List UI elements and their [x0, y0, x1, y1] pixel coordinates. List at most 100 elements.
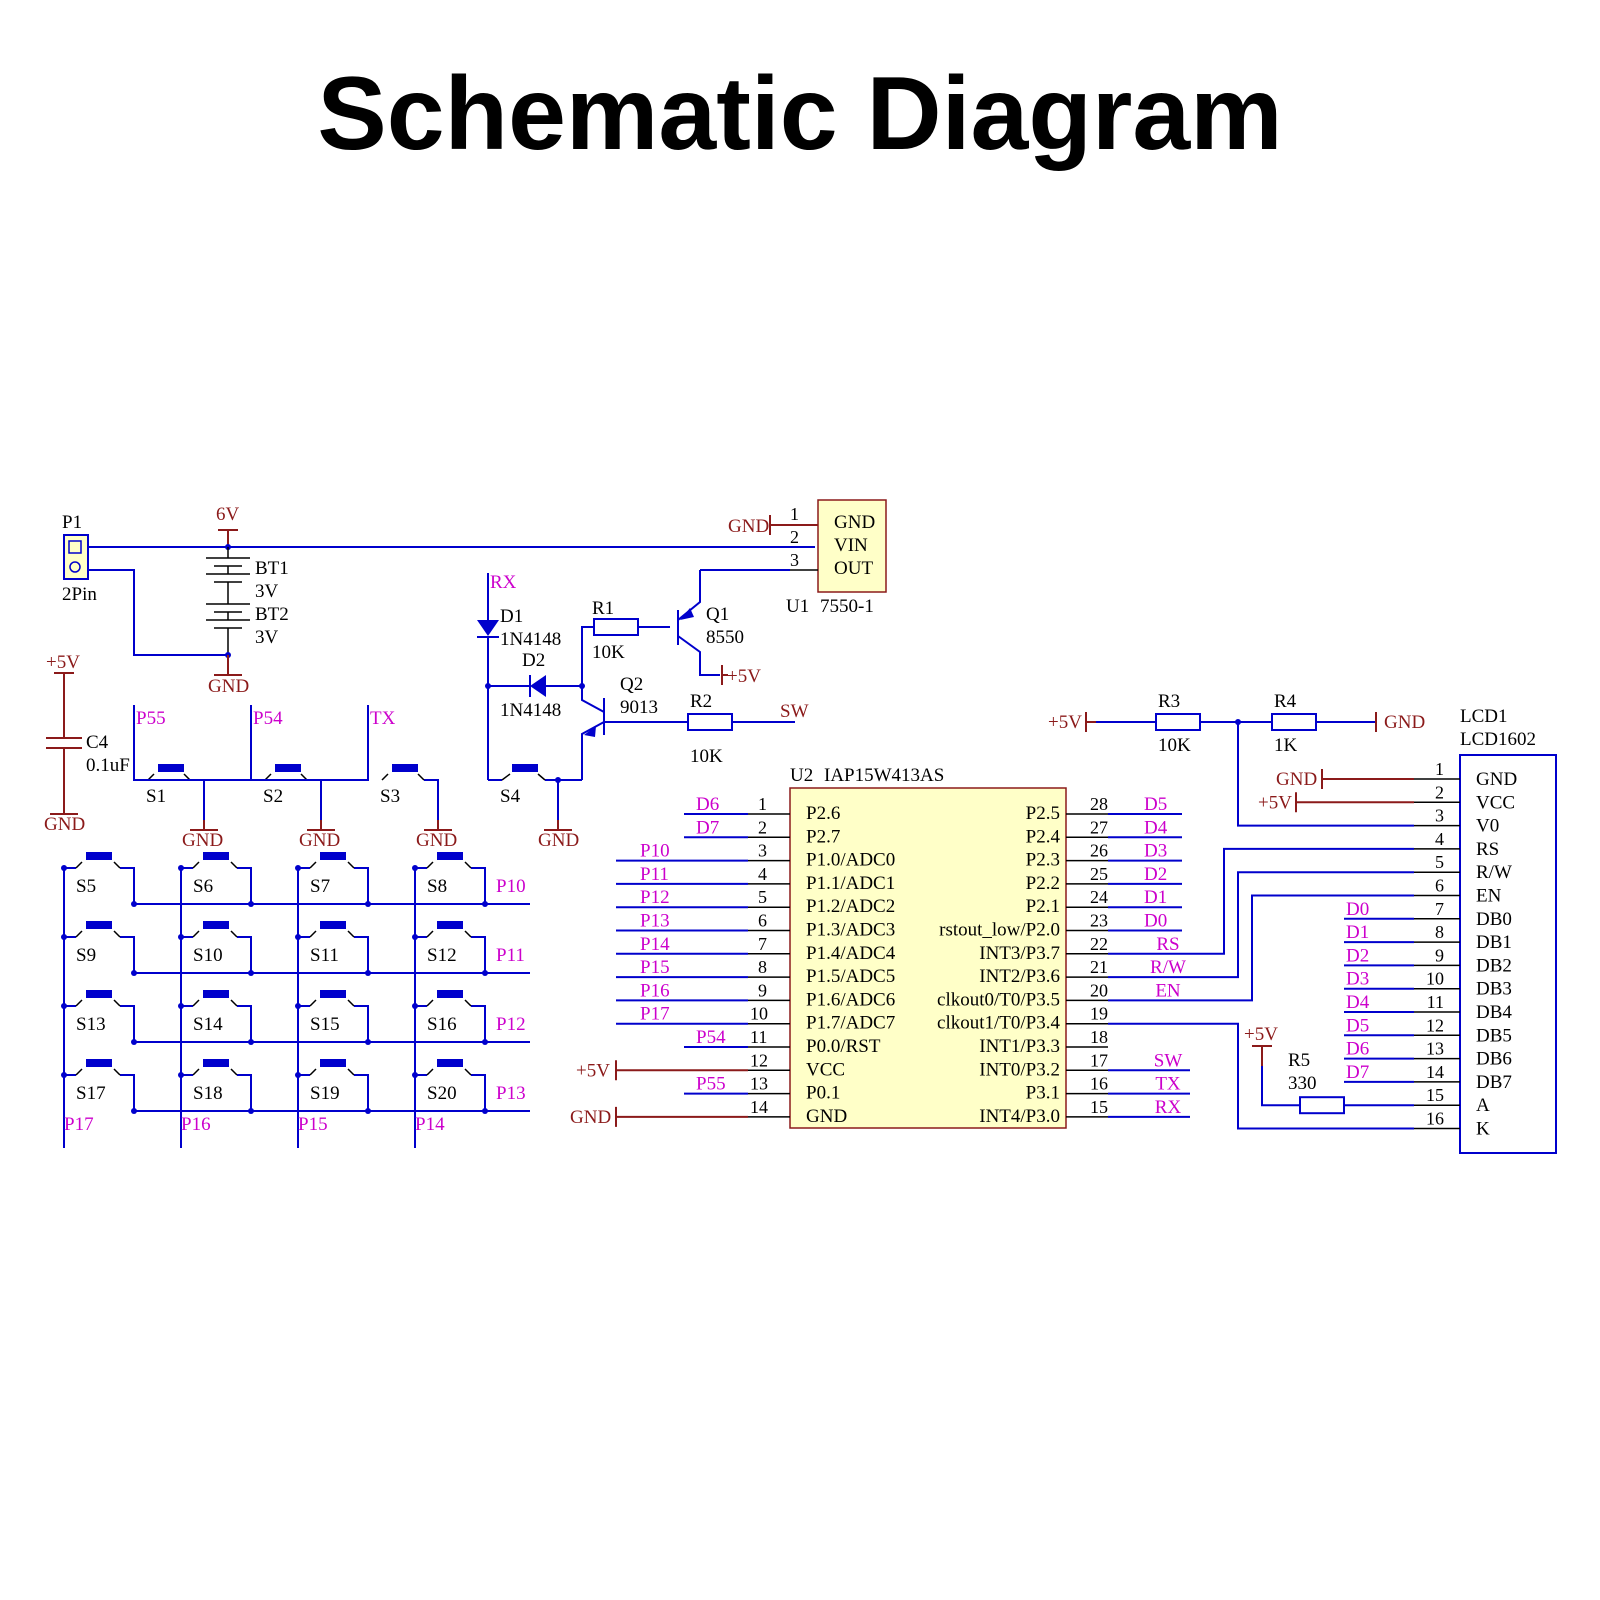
svg-text:2: 2 [790, 527, 799, 547]
q1-5v-label: +5V [727, 666, 761, 687]
transistor-q2: Q2 9013 [581, 674, 795, 780]
lcd-pin-num: 2 [1435, 782, 1444, 802]
u2-pin-name: clkout1/T0/P3.4 [937, 1013, 1060, 1034]
u2-net-label: SW [1154, 1050, 1183, 1071]
u2-pin-num: 22 [1090, 934, 1108, 954]
u2-net-label: P14 [640, 934, 670, 955]
u2-pin-name: INT3/P3.7 [979, 943, 1060, 964]
lcd-ref: LCD1 [1460, 706, 1508, 727]
keypad-switch-ref: S15 [310, 1014, 340, 1035]
u2-pin-name: P2.2 [1026, 873, 1060, 894]
resistor-r4 [1271, 713, 1317, 731]
keypad-switch-ref: S10 [193, 945, 223, 966]
svg-text:D1: D1 [500, 606, 523, 627]
switch-s4: S4 GND [488, 764, 582, 851]
u2-pin-name: clkout0/T0/P3.5 [937, 989, 1060, 1010]
button-net-label: TX [370, 708, 396, 729]
keypad-row-net: P12 [496, 1014, 526, 1035]
svg-text:GND: GND [44, 814, 85, 835]
button-gnd-label: GND [182, 830, 223, 851]
keypad-switch-s12: S12 [412, 921, 488, 976]
u2-pin-num: 6 [758, 911, 767, 931]
r4-gnd-label: GND [1384, 712, 1425, 733]
transistor-q1: Q1 8550 +5V [677, 570, 761, 687]
u2-pin-name: INT0/P3.2 [979, 1059, 1060, 1080]
battery-bt1: BT1 3V [206, 547, 289, 602]
keypad-switch-ref: S19 [310, 1083, 340, 1104]
u2-pin-num: 9 [758, 980, 767, 1000]
u2-pin-name: INT4/P3.0 [979, 1106, 1060, 1127]
u2-pin-name: P3.1 [1026, 1083, 1060, 1104]
keypad-switch-s7: S7 [295, 852, 371, 907]
u2-pin-num: 20 [1090, 980, 1108, 1000]
p1-connector [63, 534, 89, 580]
lcd-pin-num: 5 [1435, 852, 1444, 872]
u2-net-label: P11 [640, 864, 669, 885]
v6-label: 6V [216, 504, 240, 525]
svg-text:0.1uF: 0.1uF [86, 755, 130, 776]
u2-net-label: TX [1155, 1074, 1181, 1095]
diode-d1 [477, 620, 499, 636]
u2-pin-name: P2.6 [806, 803, 840, 824]
keypad-col-net: P17 [64, 1114, 94, 1135]
keypad-switch-s20: S20 [412, 1059, 488, 1114]
u2-pin-name: P2.1 [1026, 896, 1060, 917]
u2-pin-num: 10 [750, 1004, 768, 1024]
svg-text:Q1: Q1 [706, 604, 729, 625]
keypad-switch-s19: S19 [295, 1059, 371, 1114]
u2-pin-num: 7 [758, 934, 767, 954]
u2-pin-name: P1.6/ADC6 [806, 989, 895, 1010]
u2-ref: U2 [790, 765, 813, 786]
lcd-pin-name: EN [1476, 886, 1502, 907]
u2-net-label: P16 [640, 980, 670, 1001]
lcd-pin-num: 11 [1427, 992, 1444, 1012]
keypad-col-net: P16 [181, 1114, 211, 1135]
u2-pin-num: 13 [750, 1074, 768, 1094]
u2-pin-num: 26 [1090, 841, 1108, 861]
r5-ref: R5 [1288, 1050, 1310, 1071]
lcd-net-label: D0 [1346, 899, 1369, 920]
lcd-pin-num: 9 [1435, 945, 1444, 965]
capacitor-c4: +5V C4 0.1uF GND [44, 652, 130, 835]
r3-5v-label: +5V [1048, 712, 1082, 733]
svg-text:1N4148: 1N4148 [500, 629, 561, 650]
svg-text:3V: 3V [255, 581, 279, 602]
lcd-pin-num: 7 [1435, 899, 1444, 919]
u1-gnd-label: GND [728, 516, 769, 537]
lcd-5v-label: +5V [1258, 792, 1292, 813]
r4-ref: R4 [1274, 691, 1297, 712]
resistor-r3 [1155, 713, 1201, 731]
u2-net-label: D7 [696, 817, 719, 838]
switch-circuit: RX D1 1N4148 D2 1N4148 R1 10K Q1 8550 +5… [477, 570, 809, 851]
lcd-pin-num: 10 [1426, 969, 1444, 989]
u2-pin-num: 15 [1090, 1097, 1108, 1117]
s4-gnd-label: GND [538, 830, 579, 851]
u2-pin-num: 28 [1090, 794, 1108, 814]
gnd-label: GND [208, 676, 249, 697]
u2-pin-name: P1.0/ADC0 [806, 850, 895, 871]
lcd-pin-num: 16 [1426, 1109, 1444, 1129]
keypad-col-net: P14 [415, 1114, 445, 1135]
keypad-switch-ref: S20 [427, 1083, 457, 1104]
lcd-pin-name: A [1476, 1095, 1490, 1116]
svg-text:R1: R1 [592, 598, 614, 619]
u2-pin-num: 4 [758, 864, 767, 884]
u2-net-label: P55 [696, 1074, 726, 1095]
keypad-switch-ref: S6 [193, 876, 213, 897]
u2-pin-num: 24 [1090, 887, 1108, 907]
u2-net-label: EN [1155, 980, 1181, 1001]
lcd-pin-name: GND [1476, 769, 1517, 790]
u2-power-label: +5V [576, 1060, 610, 1081]
u2-pin-name: VCC [806, 1059, 845, 1080]
diode-d2 [530, 675, 546, 697]
keypad-switch-s17: S17 [61, 1059, 137, 1114]
u2-power-label: GND [570, 1107, 611, 1128]
svg-text:GND: GND [834, 512, 875, 533]
u2-net-label: D3 [1144, 841, 1167, 862]
r3-value: 10K [1158, 735, 1191, 756]
u2-net-label: P54 [696, 1027, 726, 1048]
button-ref: S1 [146, 786, 166, 807]
